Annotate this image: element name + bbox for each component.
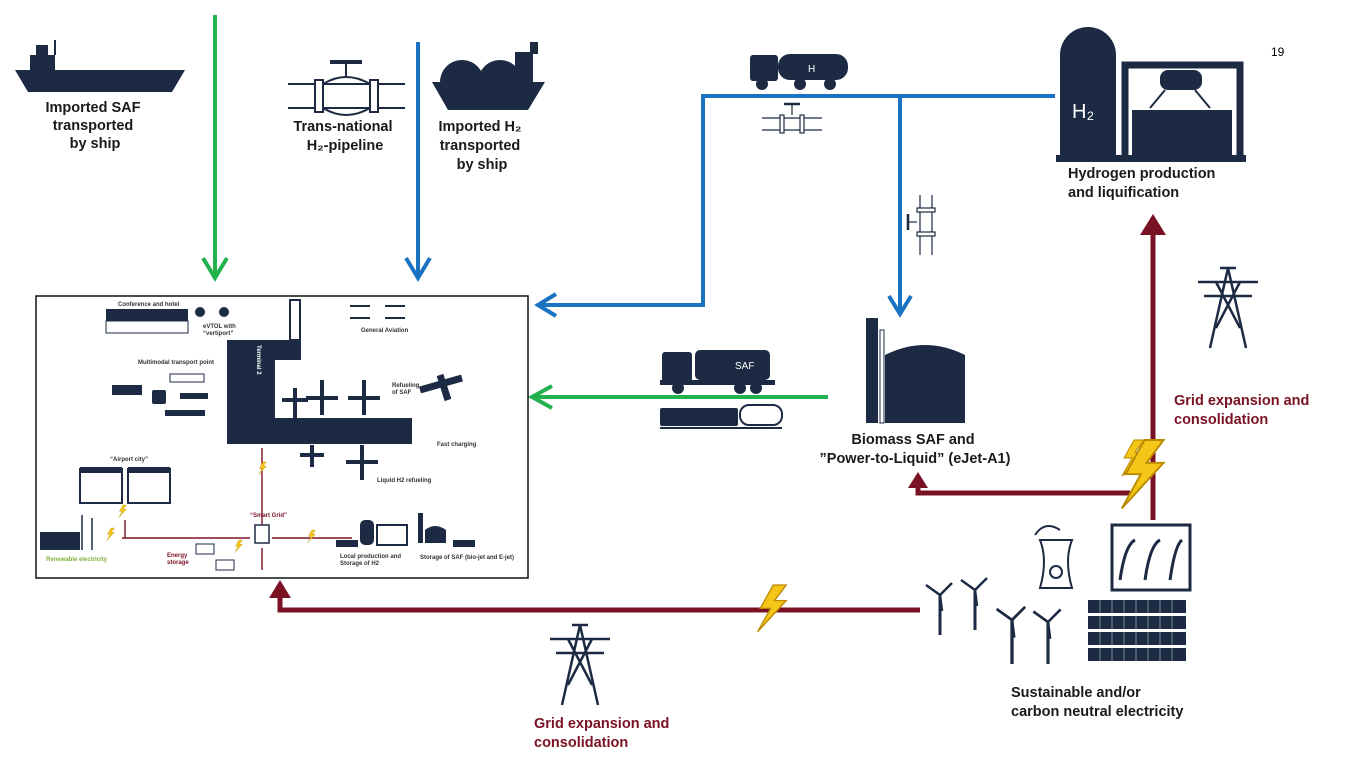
power-pylon-icon (548, 623, 612, 707)
wind-turbines-icon (924, 576, 1063, 666)
page-number: 19 (1271, 45, 1285, 59)
hydro-dam-icon (1110, 523, 1192, 592)
svg-text:“vertiport”: “vertiport” (203, 331, 233, 337)
electricity-source-label: Sustainable and/or carbon neutral electr… (1011, 685, 1183, 720)
hydrogen-plant-icon: H₂ (1056, 27, 1246, 162)
svg-text:Renewable electricity: Renewable electricity (46, 557, 108, 563)
freight-train-icon (660, 404, 783, 429)
pipeline-valve-icon (906, 195, 936, 255)
gas-tanker-ship-icon (432, 42, 545, 110)
pipeline-label: Trans-national H₂-pipeline (293, 119, 396, 154)
svg-text:H₂: H₂ (1072, 101, 1094, 123)
svg-text:storage: storage (167, 560, 189, 566)
power-pylon-icon (1196, 266, 1260, 350)
svg-text:Local production and: Local production and (340, 554, 401, 560)
svg-text:“Smart Grid”: “Smart Grid” (250, 513, 287, 519)
svg-text:Terminal 2: Terminal 2 (255, 345, 261, 375)
svg-text:“Airport city”: “Airport city” (110, 457, 148, 463)
svg-text:Fast charging: Fast charging (437, 442, 477, 448)
svg-text:Multimodal transport point: Multimodal transport point (138, 360, 214, 366)
saf-distribution-arrow (527, 384, 828, 410)
svg-text:SAF: SAF (735, 361, 754, 372)
solar-panels-icon (1087, 599, 1187, 662)
svg-text:Liquid H2 refueling: Liquid H2 refueling (377, 478, 432, 484)
svg-text:General Aviation: General Aviation (361, 328, 409, 334)
pipeline-valve-icon (762, 102, 822, 134)
svg-text:Storage of H2: Storage of H2 (340, 561, 380, 567)
saf-import-arrow (201, 15, 229, 282)
biomass-saf-label: Biomass SAF and ”Power-to-Liquid” (eJet-… (820, 432, 1011, 467)
saf-truck-icon: SAF (660, 350, 775, 394)
svg-text:Refueling: Refueling (392, 383, 420, 389)
h2-distribution-arrow (534, 94, 1055, 318)
hydrogen-truck-icon: H (750, 54, 848, 90)
grid-bottom-label: Grid expansion and consolidation (534, 716, 673, 751)
svg-text:Storage of SAF (bio-jet and E-: Storage of SAF (bio-jet and E-jet) (420, 555, 514, 561)
grid-right-label: Grid expansion and consolidation (1174, 393, 1313, 428)
svg-text:Energy: Energy (167, 553, 188, 559)
hydrogen-production-label: Hydrogen production and liquification (1068, 166, 1219, 201)
saf-ship-label: Imported SAF transported by ship (45, 100, 144, 152)
h2-ship-label: Imported H₂ transported by ship (438, 119, 525, 173)
svg-text:H: H (808, 64, 815, 75)
pipeline-valve-icon (288, 60, 405, 116)
nuclear-plant-icon (1034, 525, 1074, 589)
biomass-refinery-icon (866, 318, 965, 424)
h2-import-arrow (404, 42, 432, 282)
conference-label: Conference and hotel (118, 302, 180, 308)
cargo-ship-icon (15, 40, 185, 92)
svg-text:eVTOL with: eVTOL with (203, 324, 236, 330)
svg-text:of SAF: of SAF (392, 390, 412, 396)
airport-overview: Conference and hotel eVTOL with “vertipo… (35, 295, 529, 579)
